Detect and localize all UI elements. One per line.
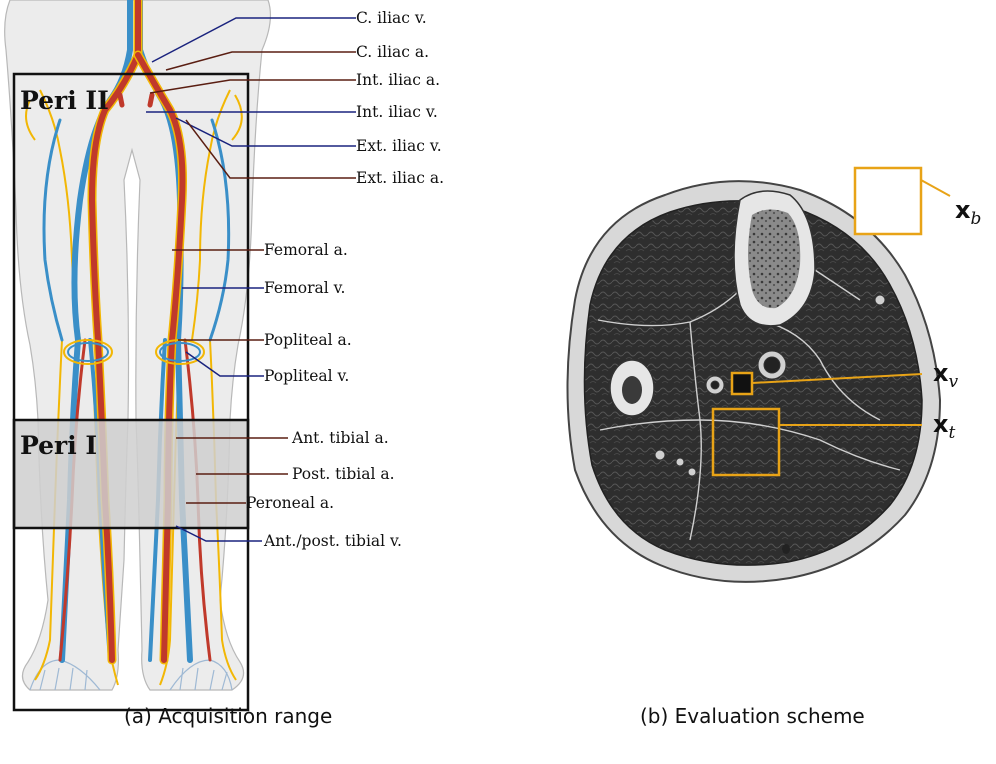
roi-vessel [732, 373, 752, 394]
label-c-iliac-a: C. iliac a. [356, 43, 429, 61]
fibula-marrow [622, 376, 642, 404]
roi-background [855, 168, 921, 234]
label-femoral-v: Femoral v. [264, 279, 346, 297]
peri-i-label: Peri I [20, 431, 97, 460]
label-post-tibial-a: Post. tibial a. [292, 465, 395, 483]
label-peroneal-a: Peroneal a. [246, 494, 334, 512]
peri-ii-label: Peri II [20, 86, 109, 115]
label-ext-iliac-a: Ext. iliac a. [356, 169, 444, 187]
label-xb: xb [955, 196, 981, 229]
label-int-iliac-v: Int. iliac v. [356, 103, 438, 121]
leader-xb [921, 180, 950, 196]
label-ext-iliac-v: Ext. iliac v. [356, 137, 442, 155]
label-popliteal-a: Popliteal a. [264, 331, 352, 349]
caption-a: (a) Acquisition range [124, 704, 332, 728]
label-int-iliac-a: Int. iliac a. [356, 71, 440, 89]
leg-cross-section [568, 181, 941, 582]
bottom-vessel [782, 544, 790, 554]
vessel-labels: C. iliac v. C. iliac a. Int. iliac a. In… [246, 9, 444, 550]
label-ant-post-tibial-v: Ant./post. tibial v. [263, 532, 402, 550]
label-ant-tibial-a: Ant. tibial a. [291, 429, 389, 447]
caption-b: (b) Evaluation scheme [640, 704, 865, 728]
label-popliteal-v: Popliteal v. [264, 367, 349, 385]
label-c-iliac-v: C. iliac v. [356, 9, 427, 27]
label-femoral-a: Femoral a. [264, 241, 348, 259]
